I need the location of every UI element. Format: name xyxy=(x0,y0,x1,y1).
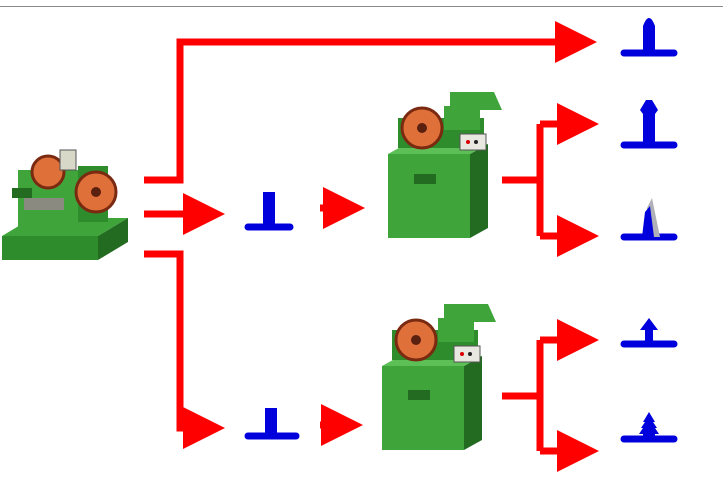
threaded-bolt-icon xyxy=(620,412,678,443)
headed-blank-icon xyxy=(244,192,294,231)
flow-arrows xyxy=(144,21,599,472)
knurled-bolt-icon xyxy=(620,100,678,149)
arrow-top-route xyxy=(144,21,597,184)
top-divider-line xyxy=(0,6,723,7)
arrow-roller-lower-fork xyxy=(502,336,592,455)
arrow-bottom-route xyxy=(144,250,225,449)
thread-rolling-machine-icon xyxy=(382,304,496,450)
thread-rolling-machine-icon xyxy=(388,92,502,238)
pointed-bolt-icon xyxy=(620,18,678,57)
cold-header-machine-icon xyxy=(2,149,128,260)
arrow-roller-upper-fork xyxy=(502,120,592,240)
headed-blank-icon xyxy=(244,408,300,440)
bent-tip-bolt-icon xyxy=(620,198,678,241)
arrow-tip-bolt-icon xyxy=(620,318,678,348)
